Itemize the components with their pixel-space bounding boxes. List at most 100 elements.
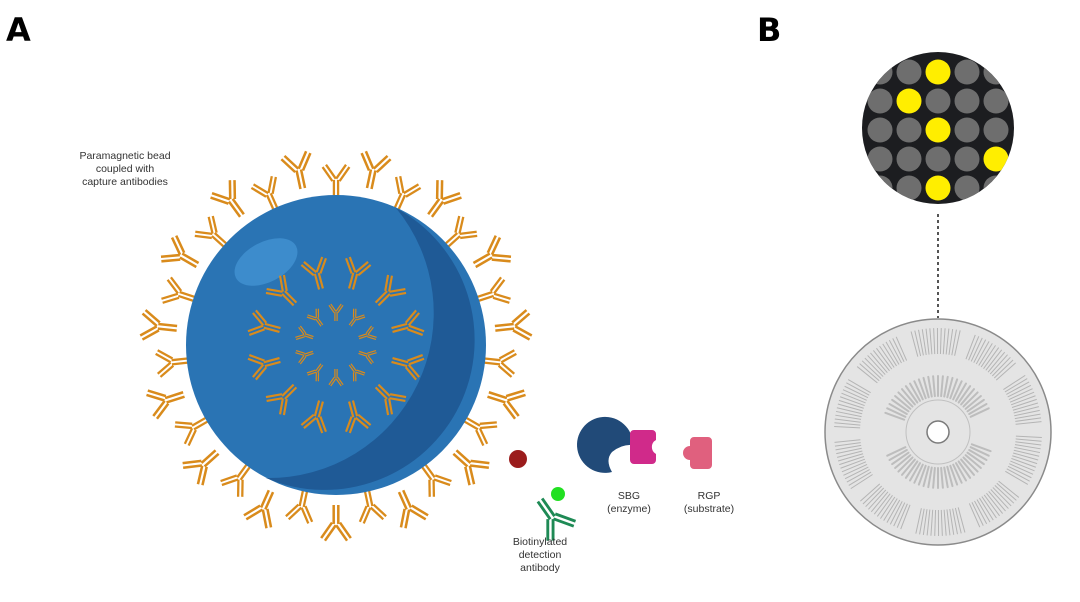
disc-well-channel: [867, 355, 886, 375]
digital-elisa-disc: [824, 318, 1052, 546]
disc-well-channel: [856, 366, 878, 384]
disc-well-channel: [985, 349, 1003, 371]
disc-well-channel: [865, 487, 885, 508]
capture-antibody: [397, 489, 429, 529]
capture-antibody: [174, 416, 210, 447]
capture-antibody: [182, 449, 220, 486]
capture-antibody: [475, 276, 511, 304]
disc-well-channel: [1008, 388, 1033, 400]
disc-well-channel: [836, 447, 862, 455]
negative-well: [954, 88, 980, 114]
disc-well-channel: [848, 471, 872, 486]
disc-well-channel: [945, 328, 950, 355]
negative-well: [867, 175, 893, 201]
disc-well-channel: [870, 491, 889, 513]
disc-inner-channel: [966, 398, 985, 413]
disc-inner-channel: [891, 398, 910, 413]
disc-inner-channel: [940, 466, 944, 489]
disc-well-channel: [1010, 395, 1036, 406]
antigen: [509, 450, 527, 468]
disc-well-channel: [995, 362, 1016, 381]
disc-well-channel: [1013, 449, 1040, 457]
disc-inner-channel: [886, 407, 907, 418]
disc-well-channel: [1015, 438, 1042, 442]
disc-well-channel: [942, 328, 946, 355]
disc-well-channel: [954, 507, 962, 534]
enzyme-receptor-icon: [630, 430, 656, 464]
disc-well-channel: [837, 403, 864, 412]
capture-antibody: [345, 256, 372, 290]
negative-well: [954, 146, 980, 172]
disc-well-channel: [1014, 409, 1040, 417]
outer-capture-antibodies: [139, 150, 533, 542]
disc-inner-channel: [917, 464, 927, 486]
disc-inner-channel: [891, 451, 910, 466]
disc-well-channel: [1006, 381, 1030, 395]
negative-well: [954, 59, 980, 85]
disc-well-channel: [957, 507, 966, 533]
capture-antibody: [348, 363, 366, 382]
disc-inner-channel: [886, 446, 907, 457]
disc-well-channel: [1014, 444, 1041, 450]
disc-well-channel: [835, 414, 862, 420]
disc-inner-channel: [966, 451, 985, 466]
disc-well-channel: [1015, 435, 1042, 438]
disc-well-channel: [847, 379, 871, 394]
capture-antibody: [285, 489, 314, 524]
disc-well-channel: [970, 337, 983, 362]
disc-well-channel: [861, 360, 882, 379]
disc-well-channel: [952, 508, 958, 535]
disc-inner-channel: [964, 454, 982, 469]
disc-well-channel: [882, 343, 897, 367]
disc-well-channel: [834, 422, 861, 426]
disc-well-channel: [834, 439, 861, 443]
positive-well: [896, 88, 922, 114]
capture-antibody: [345, 400, 372, 434]
disc-well-channel: [983, 494, 1000, 517]
disc-well-channel: [860, 483, 881, 502]
disc-well-channel: [862, 485, 883, 505]
disc-well-channel: [914, 330, 922, 357]
disc-inner-channel: [901, 388, 916, 406]
negative-well: [896, 146, 922, 172]
disc-inner-channel: [940, 375, 944, 398]
disc-well-channel: [965, 334, 976, 360]
disc-well-channel: [876, 495, 893, 517]
capture-antibody: [420, 462, 452, 497]
disc-inner-channel: [922, 376, 930, 399]
capture-antibody: [328, 303, 344, 321]
disc-well-channel: [1004, 378, 1028, 393]
capture-antibody: [494, 309, 533, 341]
disc-inner-channel: [946, 465, 954, 488]
disc-well-channel: [971, 502, 984, 526]
disc-inner-channel: [968, 403, 988, 415]
capture-antibody: [247, 309, 281, 336]
disc-well-channel: [839, 396, 865, 407]
disc-well-channel: [835, 410, 862, 418]
disc-well-channel: [996, 482, 1017, 501]
capture-antibody: [300, 400, 327, 434]
disc-well-channel: [885, 341, 900, 365]
disc-inner-channel: [970, 443, 992, 453]
capture-antibody: [250, 175, 279, 212]
disc-well-channel: [968, 503, 981, 528]
disc-well-channel: [873, 493, 891, 515]
capture-antibody: [443, 215, 478, 249]
capture-antibody: [374, 274, 407, 307]
capture-antibody: [427, 180, 462, 218]
panel-a-letter: A: [6, 11, 31, 49]
disc-well-channel: [983, 347, 1000, 369]
disc-center-hole: [926, 420, 950, 444]
disc-well-channel: [1010, 460, 1035, 472]
disc-well-channel: [925, 328, 930, 355]
disc-well-channel: [837, 453, 864, 462]
disc-well-channel: [840, 458, 866, 469]
positive-well: [925, 59, 951, 85]
negative-well: [896, 175, 922, 201]
capture-antibody: [194, 215, 229, 249]
disc-well-channel: [1012, 455, 1038, 465]
positive-well: [983, 146, 1009, 172]
capture-antibody: [320, 505, 352, 542]
paramagnetic-bead-with-antibodies: [139, 150, 533, 542]
disc-well-channel: [838, 399, 864, 409]
